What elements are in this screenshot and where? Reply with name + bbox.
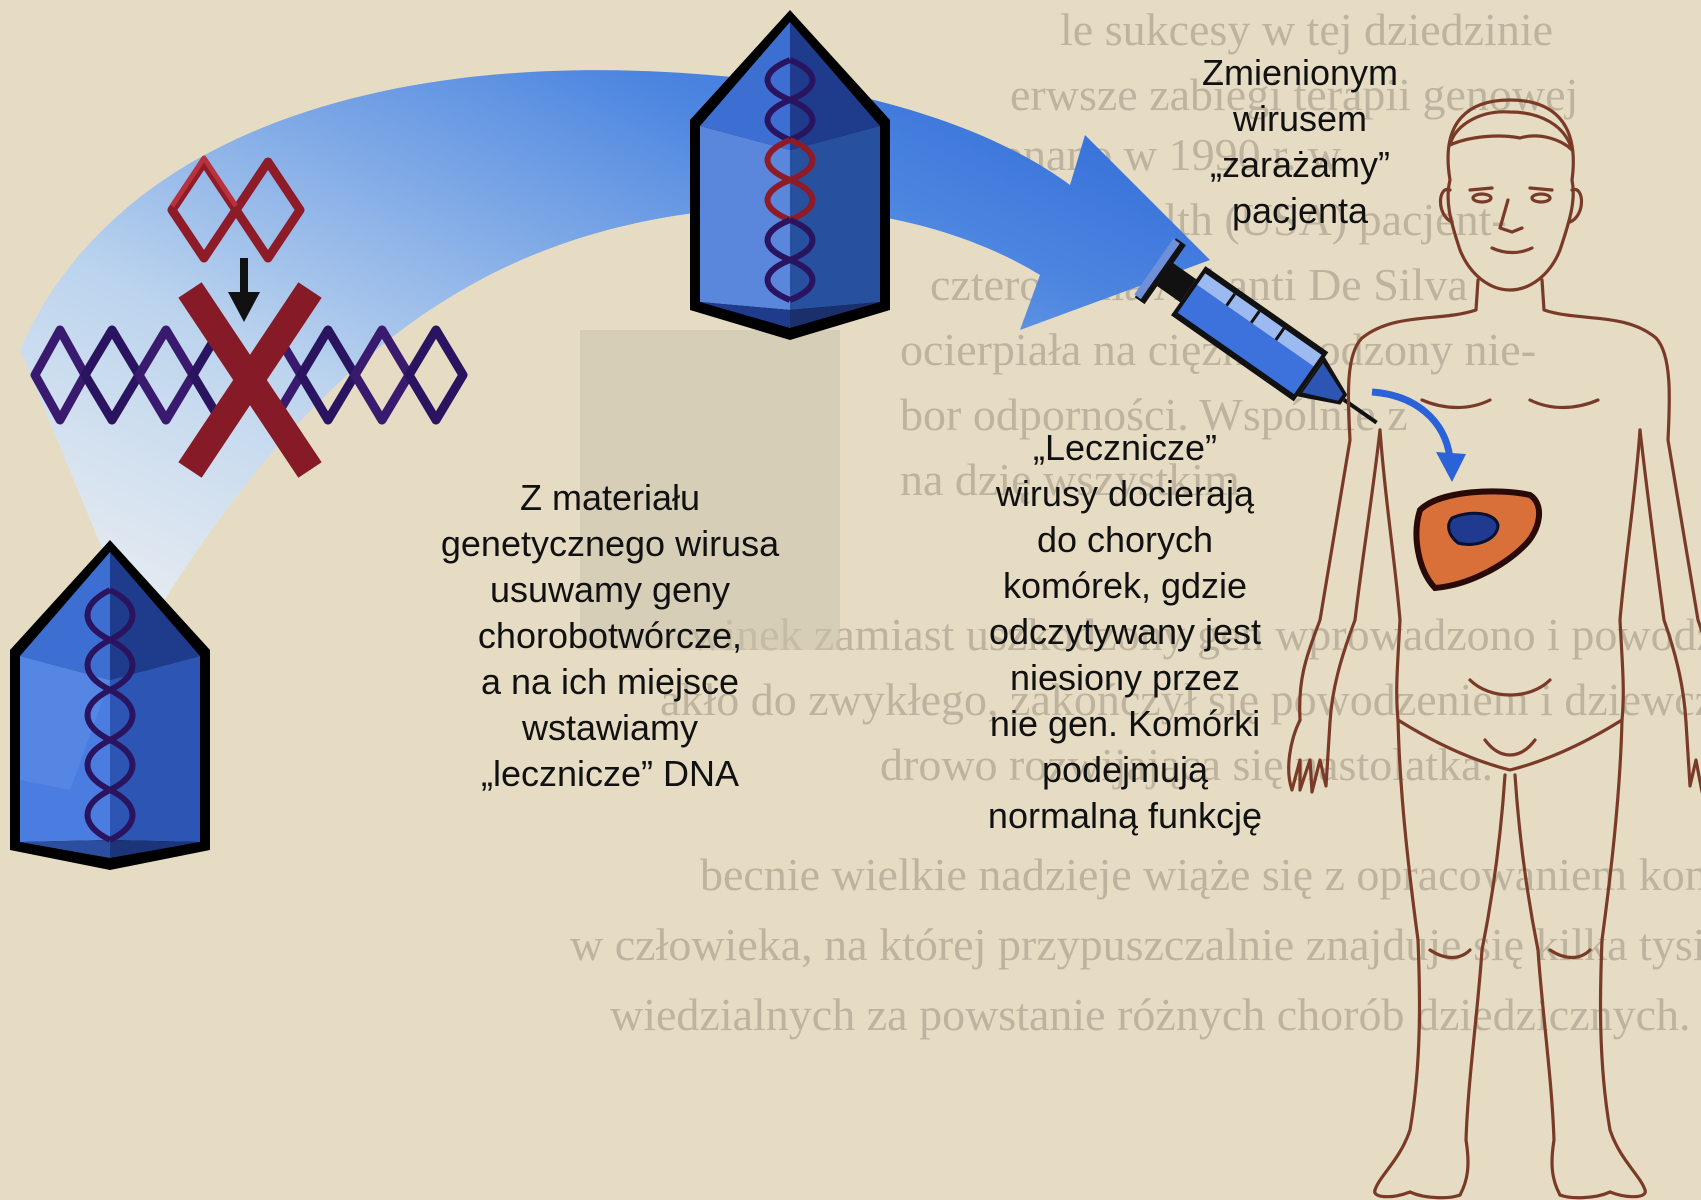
caption-infect-patient: Zmienionym wirusem „zarażamy” pacjenta <box>1150 50 1450 234</box>
background-text-line: w człowieka, na której przypuszczalnie z… <box>570 919 1701 970</box>
background-text-line: wiedzialnych za powstanie różnych chorób… <box>610 989 1701 1040</box>
caption-healing-viruses: „Lecznicze” wirusy docierają do chorych … <box>905 425 1345 839</box>
background-text-line: le sukcesy w tej dziedzinie <box>1060 4 1553 55</box>
caption-gene-replacement: Z materiału genetycznego wirusa usuwamy … <box>400 475 820 797</box>
background-text-line: becnie wielkie nadzieje wiąże się z opra… <box>700 849 1701 900</box>
virus-capsid-original <box>10 540 210 870</box>
liver-organ <box>1416 491 1539 588</box>
virus-capsid-modified <box>690 10 890 340</box>
